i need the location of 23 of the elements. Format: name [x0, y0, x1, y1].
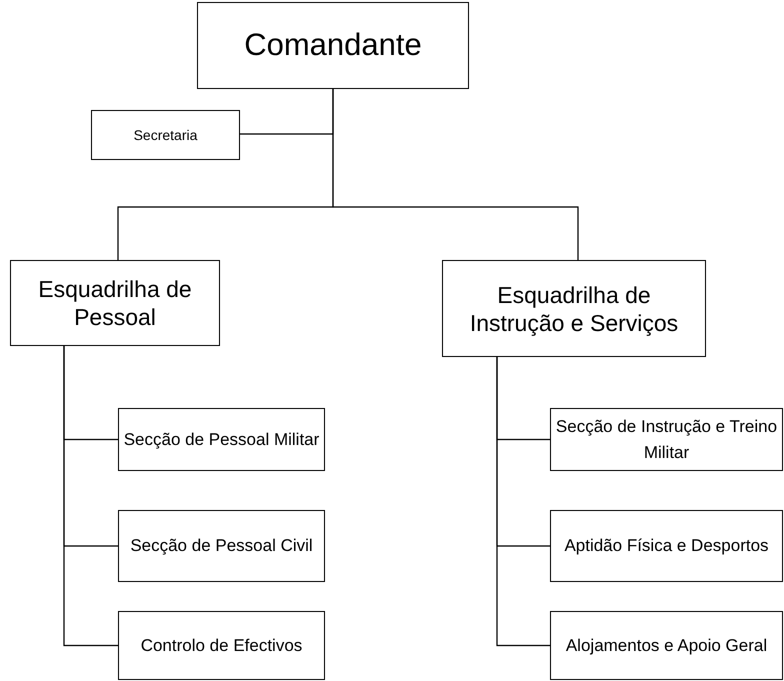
box-label: Controlo de Efectivos	[140, 634, 302, 657]
org-box	[91, 110, 240, 160]
connector-line	[63, 346, 118, 646]
box-label: Esquadrilha de Instrução e Serviços	[468, 280, 680, 336]
org-box	[197, 2, 469, 89]
box-label: Comandante	[244, 26, 422, 64]
box-label: Secção de Pessoal Civil	[130, 535, 313, 558]
box-label: Esquadrilha de Pessoal	[37, 275, 193, 331]
org-box	[550, 408, 783, 471]
org-box	[550, 611, 783, 680]
box-label: Aptidão Física e Desportos	[564, 535, 769, 558]
connector-line	[332, 89, 579, 260]
box-label: Alojamentos e Apoio Geral	[566, 634, 768, 657]
org-box	[118, 510, 325, 582]
box-label: Secção de Pessoal Militar	[124, 428, 320, 451]
org-box	[442, 260, 706, 357]
org-box	[118, 611, 325, 680]
org-box	[10, 260, 220, 346]
org-box	[550, 510, 783, 582]
box-label: Secretaria	[134, 126, 198, 144]
connector-line	[496, 357, 550, 646]
org-box	[118, 408, 325, 471]
box-label: Secção de Instrução e Treino Militar	[555, 416, 778, 464]
